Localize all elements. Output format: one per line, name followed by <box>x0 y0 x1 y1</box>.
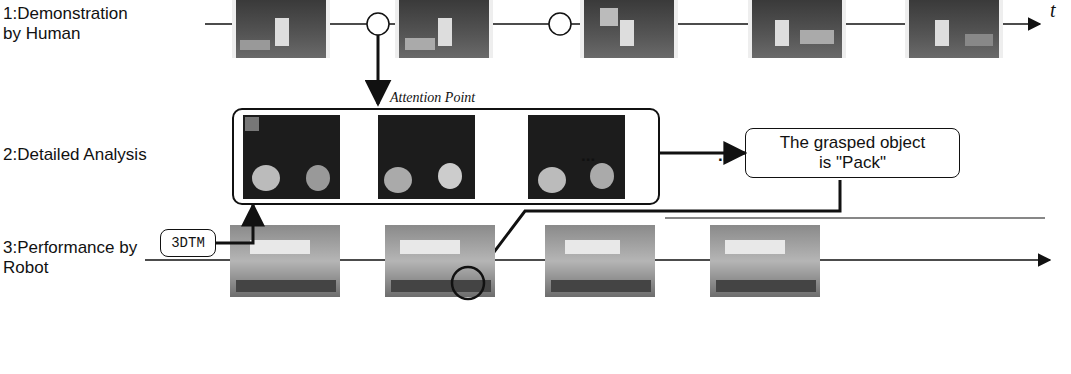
depth-image <box>243 115 340 199</box>
demo-frame <box>905 0 1003 58</box>
axis-label: t <box>1050 0 1056 20</box>
node-text: ... <box>581 146 595 166</box>
node-text: The grasped object is "Pack" <box>775 133 930 173</box>
demo-frame <box>232 0 330 58</box>
depth-image <box>378 115 475 199</box>
robot-frame <box>545 225 655 297</box>
attention-mark <box>549 13 571 35</box>
text-box: The grasped object is "Pack" <box>745 128 960 178</box>
flow-arrow <box>216 205 253 243</box>
demo-frame <box>395 0 493 58</box>
demo-frame <box>748 0 846 58</box>
node-text: 3DTM <box>171 233 205 253</box>
depth-image <box>528 115 625 199</box>
attention-arrow <box>377 35 380 104</box>
attention-mark <box>367 13 389 35</box>
robot-frame <box>385 225 495 297</box>
row-label: 3:Performance by Robot <box>3 238 138 278</box>
row-label: 1:Demonstration by Human <box>3 4 148 44</box>
row-label: 2:Detailed Analysis <box>3 145 147 165</box>
robot-frame <box>710 225 820 297</box>
robot-frame <box>230 225 340 297</box>
node-text: ... <box>718 146 732 166</box>
demo-frame <box>580 0 678 58</box>
annotation: Attention Point <box>390 88 475 108</box>
text-box: 3DTM <box>160 229 216 257</box>
analysis-box: ...... <box>232 108 660 205</box>
flow-arrow <box>660 152 745 155</box>
target-circle <box>452 267 484 299</box>
